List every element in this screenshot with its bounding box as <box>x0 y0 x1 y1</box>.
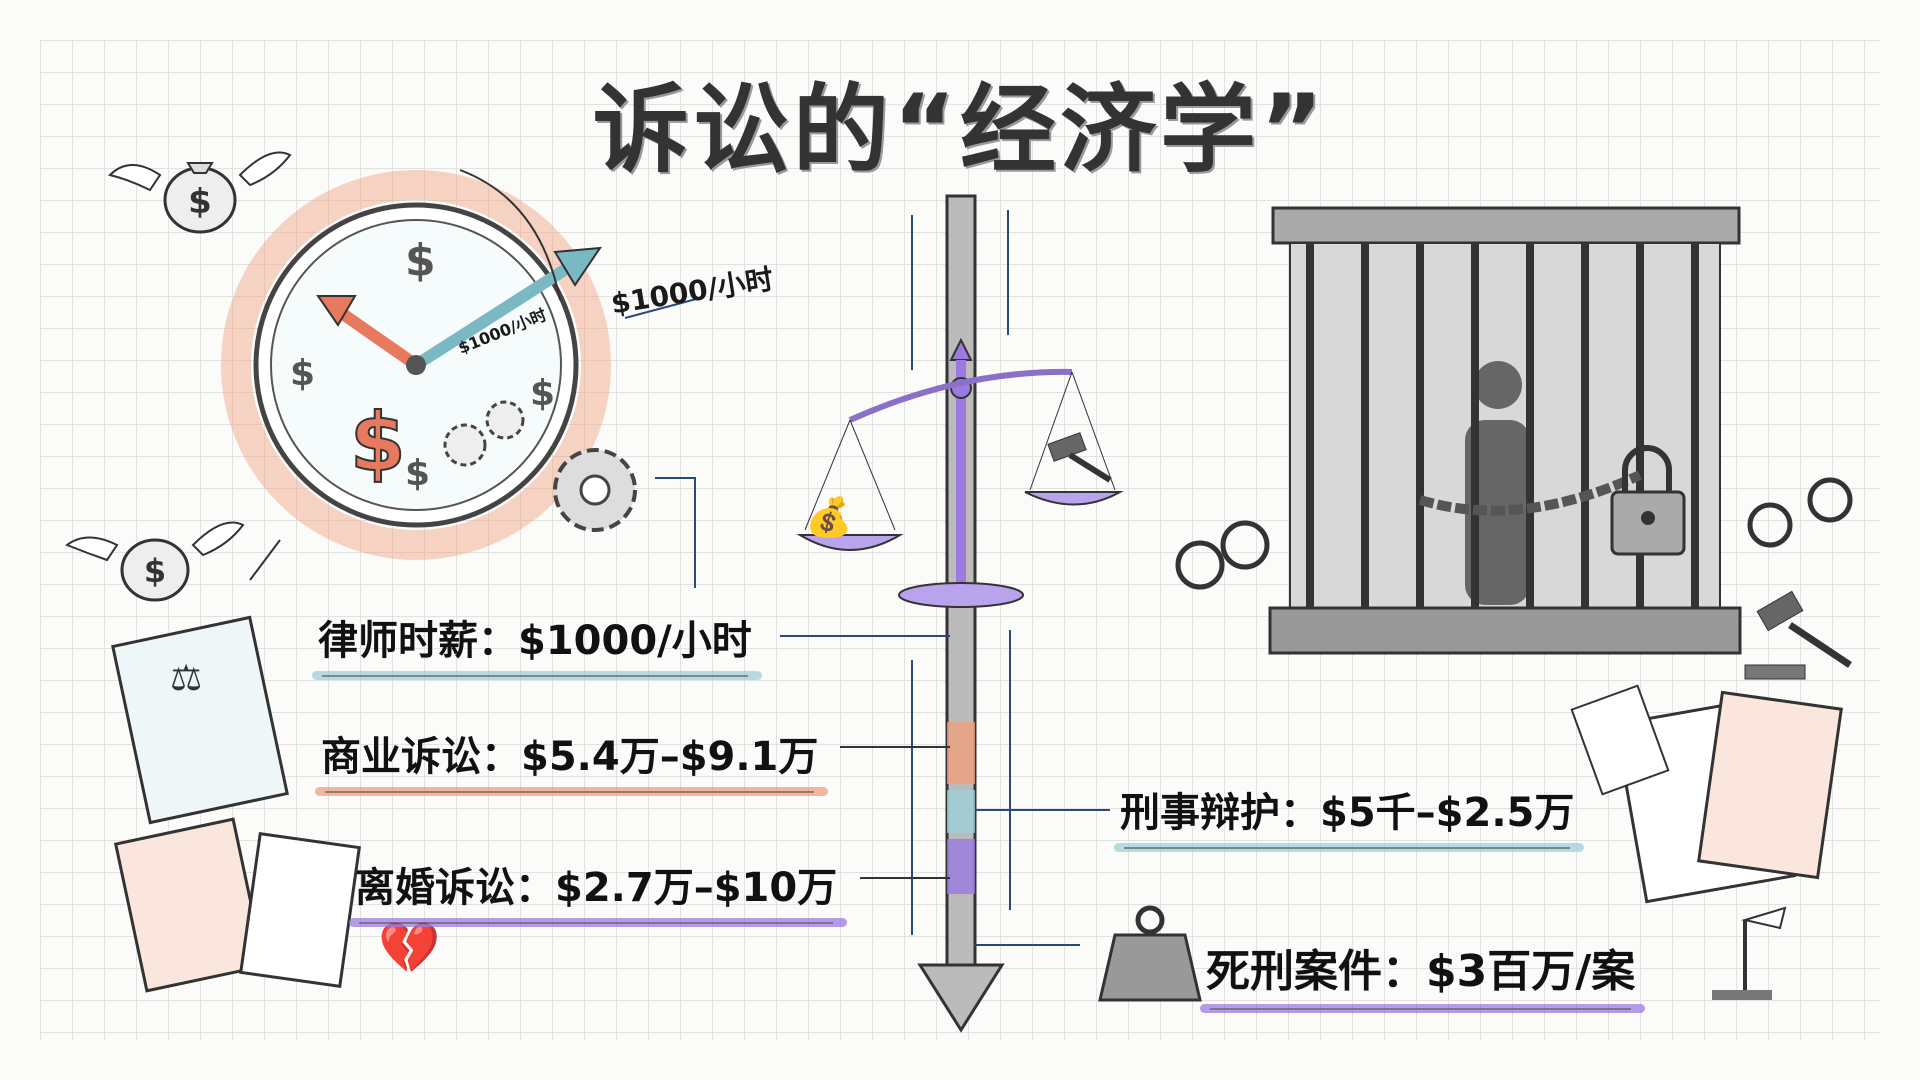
label-lawyer-hourly-rate: 律师时薪：$1000/小时 <box>312 608 762 680</box>
document-icon <box>1570 684 1843 904</box>
label-criminal-defense: 刑事辩护：$5千–$2.5万 <box>1114 780 1585 852</box>
underline <box>315 787 829 796</box>
padlock-icon <box>1610 445 1686 556</box>
svg-text:$: $ <box>530 373 555 414</box>
svg-text:$: $ <box>405 235 436 286</box>
label-text: 刑事辩护：$5千–$2.5万 <box>1120 790 1575 836</box>
svg-text:$: $ <box>144 552 166 590</box>
svg-text:$: $ <box>405 453 430 494</box>
underline <box>1114 843 1585 852</box>
clock-icon: $ $ $ $ $ <box>221 169 701 581</box>
underline <box>312 671 762 680</box>
flying-money-bag-icon: $ <box>108 151 292 234</box>
label-text: 商业诉讼：$5.4万–$9.1万 <box>321 734 819 780</box>
label-text: 律师时薪：$1000/小时 <box>318 618 752 664</box>
svg-text:$: $ <box>290 353 315 394</box>
document-icon: ⚖ <box>111 615 361 993</box>
scales-of-justice-icon: 💰 <box>796 337 1124 608</box>
jail-cell-icon <box>1268 206 1742 655</box>
svg-text:⚖: ⚖ <box>170 658 202 699</box>
svg-text:$: $ <box>188 182 212 222</box>
svg-text:💰: 💰 <box>805 495 852 540</box>
page-title: 诉讼的“经济学” <box>592 74 1328 186</box>
weight-icon <box>1098 905 1202 1002</box>
underline <box>349 918 848 927</box>
label-text: 死刑案件：$3百万/案 <box>1206 946 1636 997</box>
broken-heart-icon: 💔 <box>378 919 441 977</box>
gavel-icon <box>1047 432 1112 483</box>
label-death-penalty-case: 死刑案件：$3百万/案 <box>1200 935 1646 1013</box>
label-commercial-litigation: 商业诉讼：$5.4万–$9.1万 <box>315 724 829 796</box>
label-text: 离婚诉讼：$2.7万–$10万 <box>355 865 838 911</box>
label-divorce-litigation: 离婚诉讼：$2.7万–$10万 <box>349 855 848 927</box>
flag-icon <box>1712 906 1787 1000</box>
underline <box>1200 1004 1646 1013</box>
gear-icon <box>443 400 696 588</box>
gavel-icon <box>1744 590 1852 680</box>
handcuffs-icon <box>1175 477 1853 590</box>
svg-text:$: $ <box>350 396 406 489</box>
flying-money-bag-icon: $ <box>64 521 245 602</box>
